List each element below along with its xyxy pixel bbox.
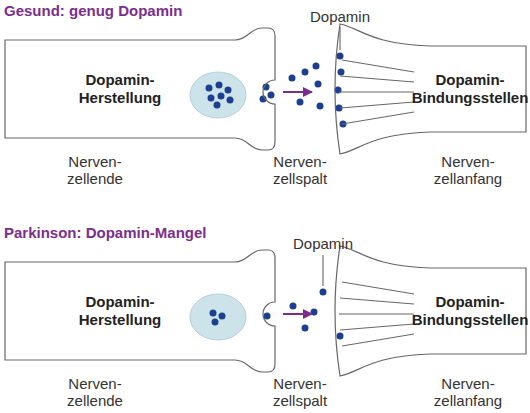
receptor-line: [342, 282, 414, 294]
node-label: Dopamin- Bindungsstellen: [412, 71, 529, 107]
dopamine-dots: [210, 289, 344, 340]
dendrite-start: Dopamin- Bindungsstellen: [330, 24, 528, 156]
node-label: Dopamin- Herstellung: [79, 71, 162, 107]
callout-label: Dopamin: [310, 8, 370, 25]
receptor-line: [340, 298, 414, 304]
receptor-line: [340, 76, 414, 82]
panel-parkinson: [190, 255, 344, 340]
receptor-line: [342, 112, 414, 124]
region-label: Nerven- zellspalt: [273, 375, 327, 410]
leader-line: [323, 255, 324, 286]
callout-label: Dopamin: [293, 235, 353, 252]
node-label: Dopamin- Bindungsstellen: [412, 293, 529, 329]
receptor-line: [339, 92, 414, 93]
release-arrow: [283, 91, 312, 93]
panel-title: Gesund: genug Dopamin: [4, 2, 182, 19]
region-label: Nerven- zellspalt: [273, 153, 327, 188]
membrane: [5, 28, 275, 150]
region-label: Nerven- zellende: [67, 153, 123, 188]
release-arrow: [283, 313, 312, 315]
region-label: Nerven- zellanfang: [434, 153, 502, 188]
panel-healthy: [190, 27, 347, 128]
dopamine-dots: [206, 53, 347, 128]
axon-terminal: Dopamin- Herstellung: [0, 250, 280, 374]
vesicle: [190, 72, 246, 118]
region-label: Nerven- zellanfang: [434, 375, 502, 410]
receptor-line: [342, 334, 414, 346]
receptor-line: [340, 324, 414, 330]
receptor-line: [340, 102, 414, 108]
vesicle: [190, 294, 246, 340]
receptor-line: [342, 60, 414, 72]
axon-terminal: Dopamin- Herstellung: [0, 28, 280, 152]
membrane: [5, 250, 275, 372]
panel-title: Parkinson: Dopamin-Mangel: [4, 224, 207, 241]
dendrite-start: Dopamin- Bindungsstellen: [330, 246, 528, 378]
region-label: Nerven- zellende: [67, 375, 123, 410]
node-label: Dopamin- Herstellung: [79, 293, 162, 329]
receptor-line: [339, 314, 414, 315]
